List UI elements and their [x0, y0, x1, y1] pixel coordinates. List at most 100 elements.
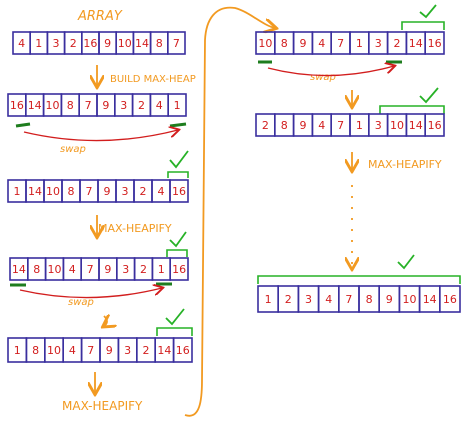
swap-label-2: swap [68, 297, 94, 308]
array-cell [424, 113, 445, 137]
array-cell-value: 2 [394, 37, 401, 50]
array-cell-value: 14 [157, 344, 171, 357]
array-cell-value: 8 [33, 263, 40, 276]
swap-label-3: swap [310, 72, 336, 83]
array-cell-value: 8 [32, 344, 39, 357]
array-cell [169, 257, 189, 281]
array-cell-value: 9 [300, 37, 307, 50]
array-cell-value: 7 [173, 37, 180, 50]
array-cell-value: 9 [104, 263, 111, 276]
swap-label-1: swap [60, 144, 86, 155]
array-cell-value: 10 [46, 99, 60, 112]
array-cell-value: 1 [158, 263, 165, 276]
array-cell-value: 9 [106, 344, 113, 357]
array-cell-value: 2 [285, 293, 292, 306]
array-cell-value: 14 [423, 293, 437, 306]
array-cell-value: 10 [403, 293, 417, 306]
long-connector-arrow [184, 6, 275, 417]
array-cell-value: 3 [375, 37, 382, 50]
array-cell-value: 2 [138, 99, 145, 112]
swap-indicator-2 [10, 282, 172, 299]
checkmark-icon [397, 254, 415, 270]
array-cell-value: 16 [428, 37, 442, 50]
array-cell-value: 2 [140, 263, 147, 276]
array-cell-value: 3 [53, 37, 60, 50]
max-heapify-label-3: MAX-HEAPIFY [368, 158, 442, 171]
array-cell-value: 1 [356, 37, 363, 50]
array-cell-value: 14 [409, 119, 423, 132]
array-cell-value: 7 [337, 119, 344, 132]
array-cell-value: 4 [69, 263, 76, 276]
array-cell-value: 10 [48, 263, 62, 276]
array-cell-value: 7 [87, 344, 94, 357]
array-cell-value: 8 [366, 293, 373, 306]
array-cell-value: 14 [28, 185, 42, 198]
array-cell-value: 2 [262, 119, 269, 132]
checkmark-icon [169, 150, 189, 169]
array-cell-value: 3 [305, 293, 312, 306]
bracket-2 [166, 249, 188, 257]
array-cell-value: 4 [158, 185, 165, 198]
array-cell-value: 16 [172, 185, 186, 198]
array-cell [438, 285, 461, 313]
array-cell-value: 16 [428, 119, 442, 132]
array-cell-value: 9 [104, 185, 111, 198]
array-cell-value: 4 [318, 37, 325, 50]
array-cell-value: 4 [69, 344, 76, 357]
array-cell-value: 16 [443, 293, 457, 306]
swap-arrow-2 [19, 288, 162, 299]
bracket-1 [167, 171, 189, 178]
array-cell-value: 3 [120, 99, 127, 112]
array-cell-value: 16 [10, 99, 24, 112]
array-cell-value: 16 [176, 344, 190, 357]
sorted-bracket-6 [257, 254, 461, 284]
array-cell-value: 1 [174, 99, 181, 112]
array-cell-value: 8 [281, 37, 288, 50]
checkmark-icon [165, 308, 185, 326]
array-cell-value: 9 [386, 293, 393, 306]
array-cell-value: 1 [14, 185, 21, 198]
array-cell-value: 14 [135, 37, 149, 50]
max-heapify-label-2: MAX-HEAPIFY [62, 399, 143, 413]
sorted-bracket-5 [379, 87, 445, 114]
max-heapify-label-1: MAX-HEAPIFY [98, 222, 172, 235]
array-cell-value: 9 [102, 99, 109, 112]
array-cell-value: 8 [156, 37, 163, 50]
array-cell [167, 93, 187, 117]
array-cell-value: 7 [85, 99, 92, 112]
array-cell [167, 31, 186, 55]
array-cell-value: 4 [325, 293, 332, 306]
swap-marker-right-1 [169, 122, 187, 128]
array-cell-value: 3 [122, 185, 129, 198]
array-cell-value: 7 [345, 293, 352, 306]
array-cell-value: 14 [12, 263, 26, 276]
sorted-bracket-2 [166, 231, 188, 257]
array-cell-value: 16 [83, 37, 97, 50]
array-cell-value: 4 [318, 119, 325, 132]
swap-indicator-1 [15, 122, 187, 142]
array-cell-value: 10 [390, 119, 404, 132]
array-cell-value: 1 [35, 37, 42, 50]
flow-arrow-3 [104, 316, 107, 326]
swap-arrow-1 [23, 130, 178, 142]
array-cell-value: 8 [281, 119, 288, 132]
array-cell-value: 16 [172, 263, 186, 276]
array-cell-value: 7 [86, 185, 93, 198]
array-cell-value: 4 [156, 99, 163, 112]
array-cell [169, 179, 189, 203]
bracket-6 [257, 275, 461, 284]
array-cell-value: 3 [375, 119, 382, 132]
array-cell-value: 8 [68, 185, 75, 198]
array-cell-value: 1 [356, 119, 363, 132]
array-cell-value: 3 [122, 263, 129, 276]
array-cell-value: 2 [140, 185, 147, 198]
array-cell-value: 8 [67, 99, 74, 112]
swap-arrow-3 [267, 66, 394, 77]
